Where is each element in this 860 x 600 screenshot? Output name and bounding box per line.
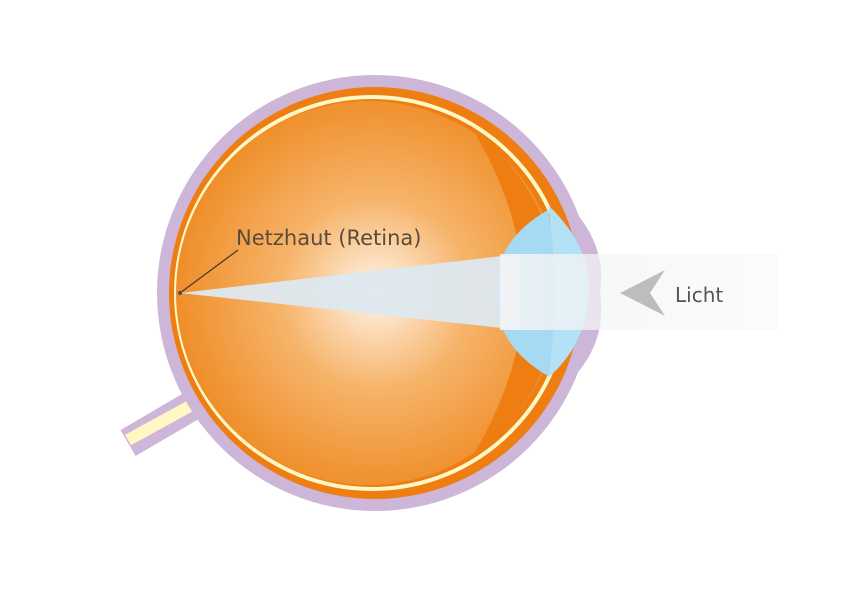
focal-point — [178, 291, 182, 295]
light-direction-arrow-icon — [620, 270, 665, 316]
light-label: Licht — [675, 283, 723, 307]
retina-label: Netzhaut (Retina) — [236, 226, 421, 250]
retina-leader-line — [179, 249, 239, 294]
ciliary-crescent — [470, 125, 556, 460]
light-cone — [180, 254, 520, 330]
